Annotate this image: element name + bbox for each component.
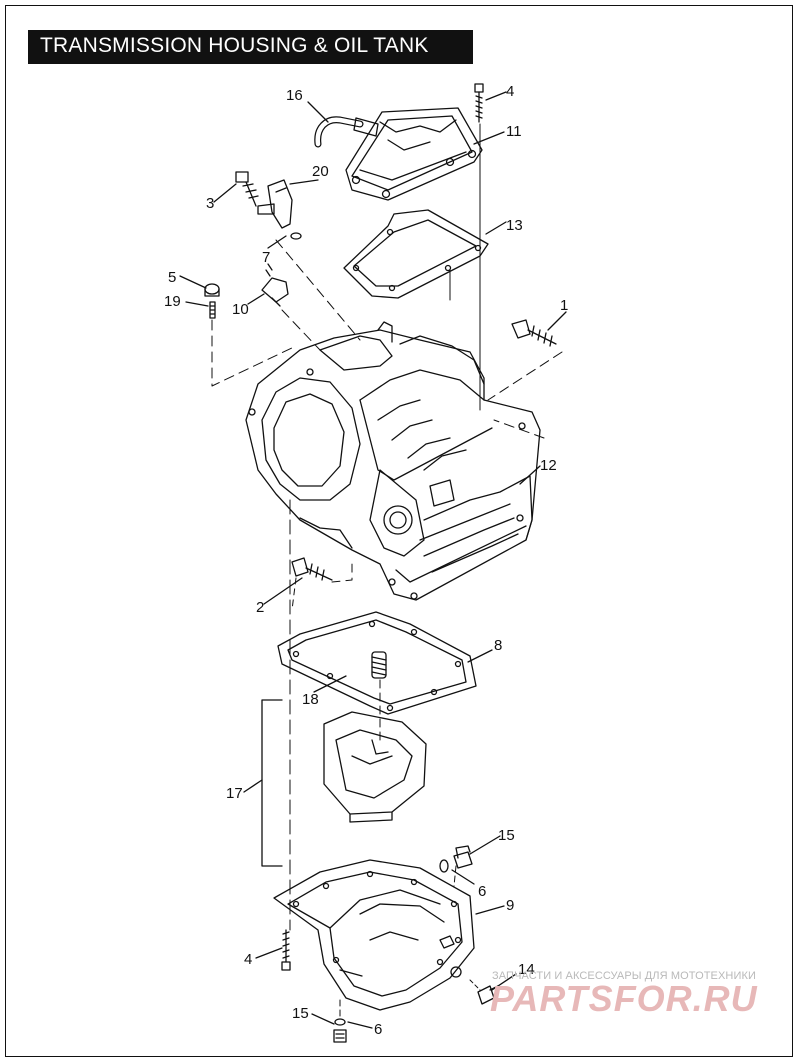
callout-18: 18 xyxy=(302,691,319,708)
watermark-caption: ЗАПЧАСТИ И АКСЕССУАРЫ ДЛЯ МОТОТЕХНИКИ xyxy=(492,970,756,982)
callout-19: 19 xyxy=(164,293,181,310)
o-ring-part-top xyxy=(439,859,449,873)
callout-4-bottom: 4 xyxy=(244,951,252,968)
callout-3: 3 xyxy=(206,195,214,212)
callout-labels: 16 4 11 20 3 13 7 5 19 10 1 12 2 8 18 17… xyxy=(164,83,568,1038)
callout-5: 5 xyxy=(168,269,176,286)
callout-13: 13 xyxy=(506,217,523,234)
drain-plug-part-bottom xyxy=(333,1029,347,1043)
screw-part-3 xyxy=(235,171,259,207)
callout-20: 20 xyxy=(312,163,329,180)
bolt-part-bottom xyxy=(281,929,291,971)
top-cover-part xyxy=(345,107,483,201)
callout-17: 17 xyxy=(226,785,243,802)
o-ring-part-bottom xyxy=(334,1018,346,1026)
watermark-brand: PARTSFOR.RU xyxy=(490,978,758,1019)
callout-6-top: 6 xyxy=(478,883,486,900)
leader-lines xyxy=(179,91,567,1029)
page-title: TRANSMISSION HOUSING & OIL TANK xyxy=(40,34,429,57)
oil-pan-gasket-part xyxy=(277,611,477,715)
oil-pan-part xyxy=(273,859,475,1011)
callout-2: 2 xyxy=(256,599,264,616)
switch-part xyxy=(261,263,289,307)
callout-11: 11 xyxy=(506,123,522,140)
callout-6-bottom: 6 xyxy=(374,1021,382,1038)
bolt-part-2 xyxy=(291,557,333,581)
callout-9: 9 xyxy=(506,897,514,914)
callout-7: 7 xyxy=(262,249,270,266)
group-bracket xyxy=(261,699,283,867)
callout-14: 14 xyxy=(518,961,535,978)
sensor-part xyxy=(257,179,302,240)
title-bar: TRANSMISSION HOUSING & OIL TANK xyxy=(28,30,473,64)
spring-part xyxy=(371,651,387,679)
callout-4-top: 4 xyxy=(506,83,514,100)
bolt-part-1 xyxy=(511,319,557,347)
callout-1: 1 xyxy=(560,297,568,314)
plug-and-stud-part xyxy=(204,283,220,319)
callout-10: 10 xyxy=(232,301,249,318)
drain-plug-part-top xyxy=(453,845,473,869)
top-cover-gasket-part xyxy=(343,209,489,299)
bolt-part-top xyxy=(474,83,484,123)
breather-hose-part xyxy=(314,116,379,148)
diagram-frame xyxy=(5,5,793,1057)
callout-8: 8 xyxy=(494,637,502,654)
alignment-lines xyxy=(211,123,563,1019)
oil-baffle-part xyxy=(323,711,427,823)
callout-15-bottom: 15 xyxy=(292,1005,309,1022)
callout-16: 16 xyxy=(286,87,303,104)
transmission-housing-part xyxy=(245,321,541,601)
callout-15-top: 15 xyxy=(498,827,515,844)
callout-12: 12 xyxy=(540,457,557,474)
